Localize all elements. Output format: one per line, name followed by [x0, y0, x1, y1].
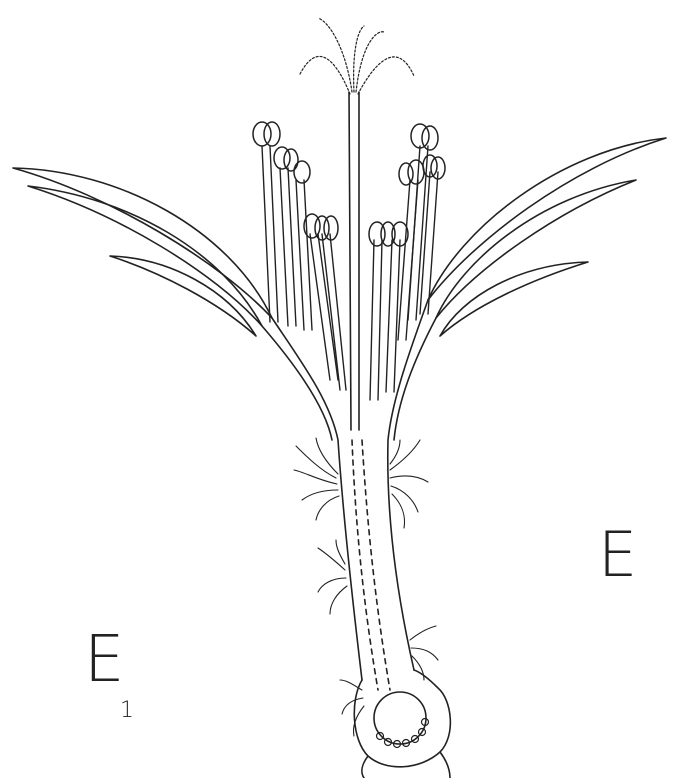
style-dashed-left — [352, 440, 378, 690]
perianth-segment-right-middle — [436, 180, 636, 318]
pistil — [300, 18, 414, 690]
pedicel-right — [440, 752, 450, 778]
stigma-feathery — [300, 18, 414, 94]
label-e: E — [598, 524, 637, 586]
perianth-segment-left-inner — [110, 256, 256, 336]
floral-tube — [262, 300, 436, 680]
tube-left-edge — [272, 318, 362, 680]
hair-tuft-upper-right — [390, 440, 428, 528]
perianth-segment-left-outer — [13, 168, 272, 318]
ovary — [354, 670, 450, 778]
style-dashed-right — [362, 440, 390, 690]
label-e1-subscript: 1 — [120, 700, 134, 722]
pedicel-left — [362, 756, 368, 778]
hair-tuft-middle-left — [318, 540, 347, 614]
hair-tuft-lower-left — [340, 680, 364, 736]
perianth-segment-right-inner — [440, 262, 588, 336]
tube-inner-left — [262, 326, 332, 440]
hair-tufts — [294, 438, 438, 736]
hair-tuft-lower-right — [410, 626, 438, 680]
ovary-locule — [374, 692, 426, 744]
ovary-outer-wall — [354, 670, 450, 767]
tube-right-edge — [388, 300, 428, 670]
label-e1: E — [84, 628, 124, 692]
right-perianth-segments — [428, 138, 666, 336]
hair-tuft-upper-left — [294, 438, 339, 520]
left-perianth-segments — [13, 168, 272, 336]
style-upper-left — [349, 92, 351, 430]
